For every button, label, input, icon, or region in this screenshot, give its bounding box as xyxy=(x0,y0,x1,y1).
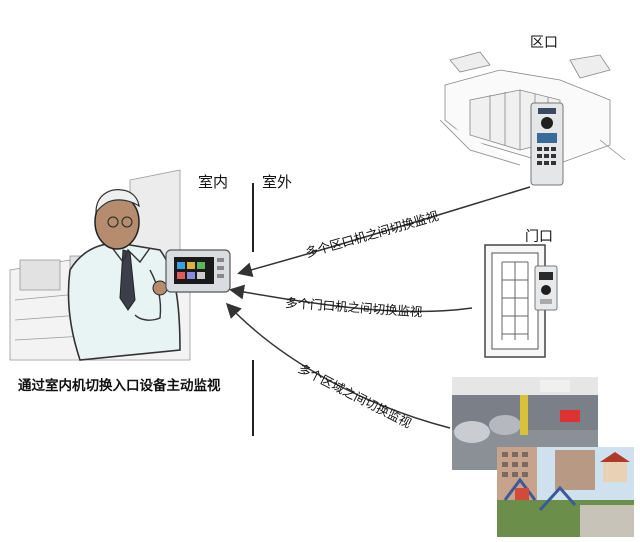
caption: 通过室内机切换入口设备主动监视 xyxy=(18,378,221,394)
area-gate-station-icon xyxy=(530,102,564,186)
indoor-label: 室内 xyxy=(198,173,229,191)
arrow-from-area-gate xyxy=(237,186,531,278)
arrow-from-zones xyxy=(225,302,451,429)
arrow-from-door-station xyxy=(229,284,473,313)
door-station-icon xyxy=(534,265,558,311)
residential-photo-icon xyxy=(497,447,634,537)
area-entrance-label: 区口 xyxy=(530,35,558,51)
door-entrance-label: 门口 xyxy=(525,229,553,245)
outdoor-label: 室外 xyxy=(262,173,293,191)
indoor-monitor-icon xyxy=(165,249,231,293)
person-icon xyxy=(67,189,181,361)
